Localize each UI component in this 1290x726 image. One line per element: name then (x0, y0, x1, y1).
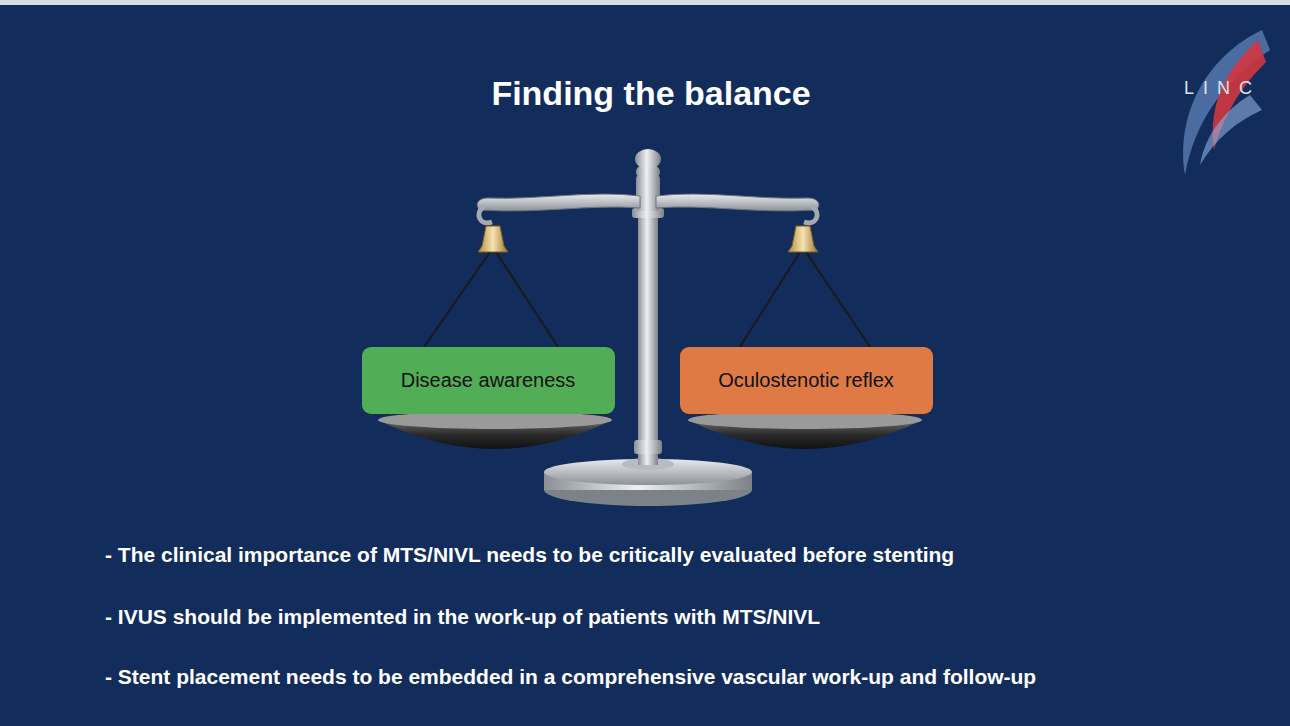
scale-base (544, 458, 752, 506)
box-label: Disease awareness (401, 369, 576, 392)
logo-text: LINC (1184, 78, 1261, 99)
top-frame (0, 0, 1290, 5)
gold-hanger (478, 226, 818, 252)
box-label: Oculostenotic reflex (718, 369, 894, 392)
bullet-point: - Stent placement needs to be embedded i… (105, 665, 1036, 689)
green-label-box: Disease awareness (362, 347, 615, 414)
slide-title: Finding the balance (491, 74, 810, 113)
scale-beam (477, 194, 819, 223)
logo-swoosh (1183, 30, 1270, 175)
bullet-point: - The clinical importance of MTS/NIVL ne… (105, 543, 954, 567)
bullet-point: - IVUS should be implemented in the work… (105, 605, 820, 629)
orange-label-box: Oculostenotic reflex (680, 347, 933, 414)
